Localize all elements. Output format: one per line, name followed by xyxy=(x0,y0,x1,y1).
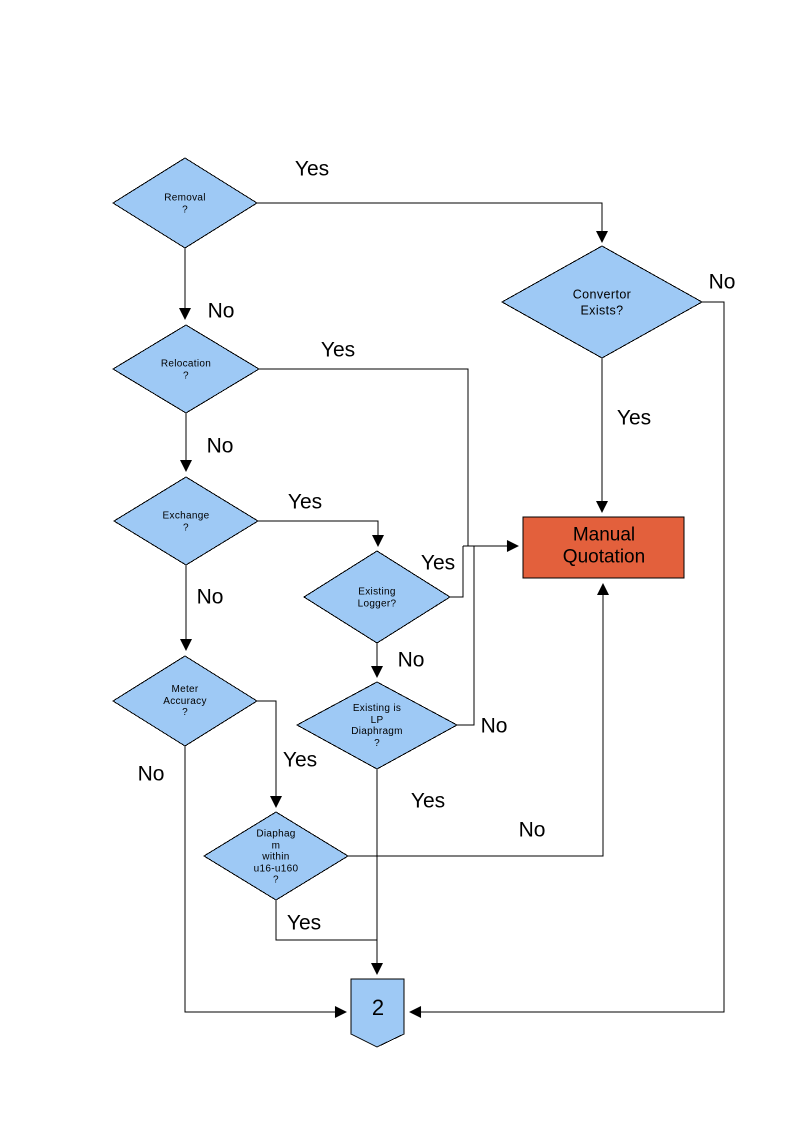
exchange-diamond xyxy=(113,476,259,566)
edge-convertor-no xyxy=(409,301,725,1018)
edge-exchange-yes xyxy=(258,520,384,547)
edge-removal-yes xyxy=(257,202,608,243)
edge-logger-yes xyxy=(450,546,464,598)
edge-relocation-yes xyxy=(259,368,469,546)
edge-diaphragm-yes xyxy=(275,900,377,941)
edge-lp-no xyxy=(457,546,475,726)
meter-accuracy-diamond xyxy=(112,655,258,747)
edge-diaphragm-no xyxy=(348,583,609,857)
convertor-exists-diamond xyxy=(500,245,704,359)
removal-diamond xyxy=(112,157,258,249)
connector-2-shape xyxy=(350,978,405,1048)
edge-meter-no xyxy=(184,746,347,1018)
existing-logger-diamond xyxy=(303,550,451,644)
edge-meter-yes xyxy=(257,700,282,808)
diaphragm-within-diamond xyxy=(203,811,349,901)
manual-quotation-box xyxy=(522,516,685,579)
existing-lp-diaphragm-diamond xyxy=(295,681,459,770)
relocation-diamond xyxy=(112,324,260,414)
